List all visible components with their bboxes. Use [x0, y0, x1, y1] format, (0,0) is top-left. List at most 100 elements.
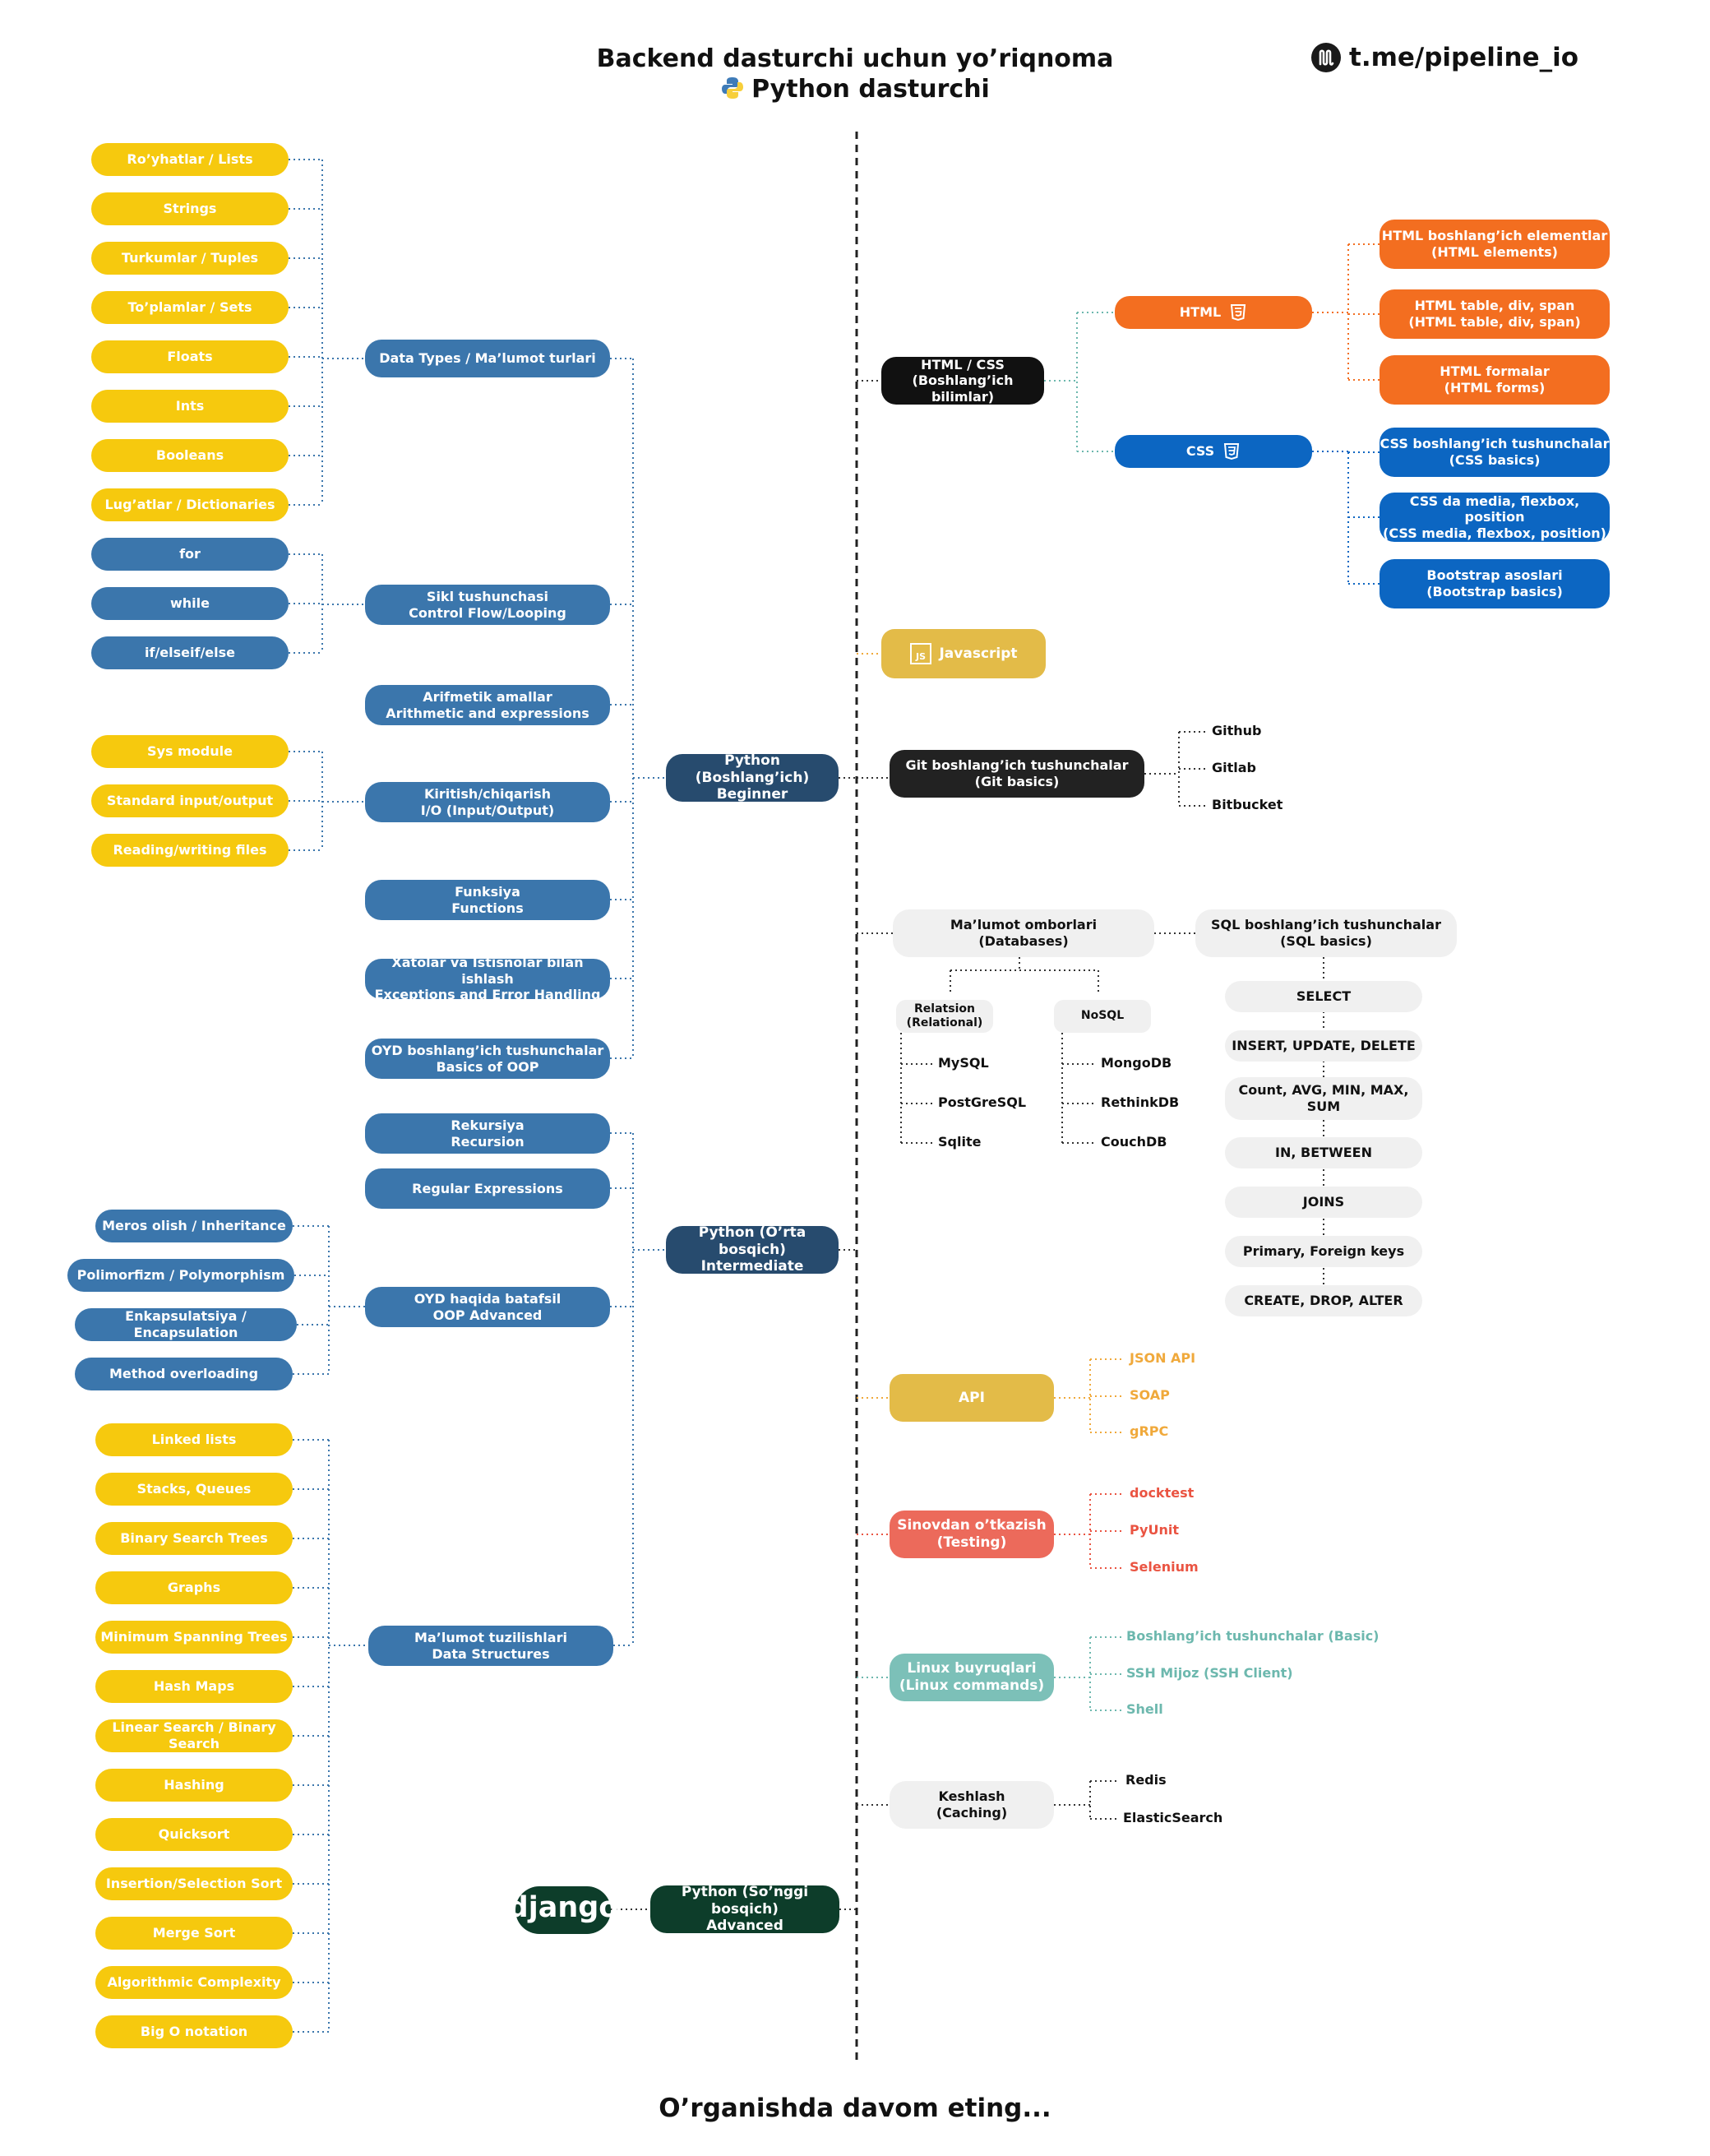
git-item[interactable]: Gitlab — [1212, 760, 1256, 775]
topic-exceptions[interactable]: Xatolar va Istisnolar bilan ishlash Exce… — [365, 955, 610, 1002]
oop-item[interactable]: Meros olish / Inheritance — [95, 1210, 293, 1242]
relational-db-item[interactable]: PostGreSQL — [938, 1094, 1027, 1110]
page-subtitle: Python dasturchi — [0, 75, 1710, 104]
io-item[interactable]: Reading/writing files — [91, 834, 289, 867]
javascript-icon: JS — [910, 643, 932, 664]
data-type-item[interactable]: Booleans — [91, 439, 289, 472]
telegram-link[interactable]: t.me/pipeline_io — [1311, 43, 1578, 72]
topic-arithmetic[interactable]: Arifmetik amallar Arithmetic and express… — [365, 685, 610, 725]
relational-db-item[interactable]: Sqlite — [938, 1134, 982, 1150]
topic-io[interactable]: Kiritish/chiqarish I/O (Input/Output) — [365, 782, 610, 822]
data-type-item[interactable]: Lug’atlar / Dictionaries — [91, 488, 289, 521]
loop-item[interactable]: for — [91, 538, 289, 571]
data-type-item[interactable]: Strings — [91, 192, 289, 225]
sql-item[interactable]: SELECT — [1225, 981, 1422, 1012]
git-node[interactable]: Git boshlang’ich tushunchalar (Git basic… — [890, 750, 1144, 798]
io-item[interactable]: Standard input/output — [91, 784, 289, 817]
html-elements-node[interactable]: HTML boshlang’ich elementlar (HTML eleme… — [1380, 220, 1610, 269]
css-node[interactable]: CSS — [1115, 435, 1312, 468]
data-structure-item[interactable]: Algorithmic Complexity — [95, 1966, 293, 1999]
html-css-node[interactable]: HTML / CSS (Boshlang’ich bilimlar) — [881, 357, 1044, 405]
nosql-db-item[interactable]: MongoDB — [1101, 1055, 1172, 1071]
testing-item[interactable]: PyUnit — [1130, 1522, 1179, 1538]
sql-item[interactable]: INSERT, UPDATE, DELETE — [1225, 1030, 1422, 1062]
testing-item[interactable]: Selenium — [1130, 1559, 1199, 1575]
topic-data-types[interactable]: Data Types / Ma’lumot turlari — [365, 340, 610, 377]
oop-item[interactable]: Polimorfizm / Polymorphism — [67, 1259, 294, 1292]
bootstrap-node[interactable]: Bootstrap asoslari (Bootstrap basics) — [1380, 559, 1610, 608]
git-item[interactable]: Github — [1212, 723, 1262, 738]
topic-control-flow[interactable]: Sikl tushunchasi Control Flow/Looping — [365, 585, 610, 625]
data-type-item[interactable]: To’plamlar / Sets — [91, 291, 289, 324]
nosql-db-item[interactable]: RethinkDB — [1101, 1094, 1180, 1110]
topic-regex[interactable]: Regular Expressions — [365, 1168, 610, 1209]
loop-item[interactable]: if/elseif/else — [91, 636, 289, 669]
linux-item[interactable]: Boshlang’ich tushunchalar (Basic) — [1126, 1628, 1380, 1644]
html-table-node[interactable]: HTML table, div, span (HTML table, div, … — [1380, 289, 1610, 339]
testing-node[interactable]: Sinovdan o’tkazish (Testing) — [890, 1511, 1054, 1558]
footer-text: O’rganishda davom eting... — [659, 2094, 1051, 2123]
javascript-node[interactable]: JS Javascript — [881, 629, 1046, 678]
api-node[interactable]: API — [890, 1374, 1054, 1422]
databases-node[interactable]: Ma’lumot omborlari (Databases) — [893, 909, 1154, 957]
topic-basics-oop[interactable]: OYD boshlang’ich tushunchalar Basics of … — [365, 1039, 610, 1079]
data-type-item[interactable]: Ro’yhatlar / Lists — [91, 143, 289, 176]
loop-item[interactable]: while — [91, 587, 289, 620]
sql-item[interactable]: CREATE, DROP, ALTER — [1225, 1285, 1422, 1316]
oop-item[interactable]: Enkapsulatsiya / Encapsulation — [75, 1308, 297, 1341]
pipeline-logo-icon — [1311, 43, 1341, 72]
data-structure-item[interactable]: Binary Search Trees — [95, 1522, 293, 1555]
linux-node[interactable]: Linux buyruqlari (Linux commands) — [890, 1654, 1054, 1701]
sql-item[interactable]: IN, BETWEEN — [1225, 1137, 1422, 1168]
data-type-item[interactable]: Floats — [91, 340, 289, 373]
data-structure-item[interactable]: Big O notation — [95, 2015, 293, 2048]
data-structure-item[interactable]: Merge Sort — [95, 1917, 293, 1950]
api-item[interactable]: gRPC — [1130, 1423, 1169, 1439]
data-structure-item[interactable]: Quicksort — [95, 1818, 293, 1851]
data-structure-item[interactable]: Graphs — [95, 1571, 293, 1604]
data-structure-item[interactable]: Hashing — [95, 1769, 293, 1802]
sql-basics-node[interactable]: SQL boshlang’ich tushunchalar (SQL basic… — [1195, 909, 1457, 957]
relational-node[interactable]: Relatsion (Relational) — [896, 1000, 993, 1033]
nosql-node[interactable]: NoSQL — [1054, 1000, 1151, 1033]
caching-node[interactable]: Keshlash (Caching) — [890, 1781, 1054, 1829]
html-node[interactable]: HTML — [1115, 296, 1312, 329]
testing-item[interactable]: docktest — [1130, 1485, 1195, 1501]
api-item[interactable]: JSON API — [1130, 1350, 1196, 1366]
data-type-item[interactable]: Turkumlar / Tuples — [91, 242, 289, 275]
django-logo: django — [508, 1886, 618, 1934]
html5-icon — [1231, 304, 1246, 322]
sql-item[interactable]: Primary, Foreign keys — [1225, 1236, 1422, 1267]
data-structure-item[interactable]: Minimum Spanning Trees — [95, 1621, 293, 1654]
caching-item[interactable]: ElasticSearch — [1123, 1810, 1223, 1825]
data-type-item[interactable]: Ints — [91, 390, 289, 423]
git-item[interactable]: Bitbucket — [1212, 797, 1283, 812]
caching-item[interactable]: Redis — [1125, 1772, 1167, 1788]
nosql-db-item[interactable]: CouchDB — [1101, 1134, 1167, 1150]
data-structure-item[interactable]: Linear Search / Binary Search — [95, 1719, 293, 1752]
html-forms-node[interactable]: HTML formalar (HTML forms) — [1380, 355, 1610, 405]
css-media-node[interactable]: CSS da media, flexbox, position (CSS med… — [1380, 493, 1610, 542]
api-item[interactable]: SOAP — [1130, 1387, 1170, 1403]
level-advanced[interactable]: Python (So’nggi bosqich) Advanced — [650, 1884, 839, 1934]
sql-item[interactable]: Count, AVG, MIN, MAX, SUM — [1225, 1077, 1422, 1120]
linux-item[interactable]: SSH Mijoz (SSH Client) — [1126, 1665, 1293, 1681]
level-beginner[interactable]: Python (Boshlang’ich) Beginner — [666, 752, 839, 803]
python-icon — [722, 77, 744, 99]
topic-oop-advanced[interactable]: OYD haqida batafsil OOP Advanced — [365, 1287, 610, 1327]
data-structure-item[interactable]: Hash Maps — [95, 1670, 293, 1703]
data-structure-item[interactable]: Linked lists — [95, 1423, 293, 1456]
topic-functions[interactable]: Funksiya Functions — [365, 880, 610, 920]
topic-data-structures[interactable]: Ma’lumot tuzilishlari Data Structures — [368, 1626, 613, 1666]
sql-item[interactable]: JOINS — [1225, 1187, 1422, 1218]
oop-item[interactable]: Method overloading — [75, 1358, 293, 1390]
relational-db-item[interactable]: MySQL — [938, 1055, 989, 1071]
django-logo-text: django — [507, 1890, 619, 1924]
linux-item[interactable]: Shell — [1126, 1701, 1163, 1717]
topic-recursion[interactable]: Rekursiya Recursion — [365, 1113, 610, 1154]
io-item[interactable]: Sys module — [91, 735, 289, 768]
css-basics-node[interactable]: CSS boshlang’ich tushunchalar (CSS basic… — [1380, 428, 1610, 477]
data-structure-item[interactable]: Stacks, Queues — [95, 1473, 293, 1506]
data-structure-item[interactable]: Insertion/Selection Sort — [95, 1867, 293, 1900]
level-intermediate[interactable]: Python (O’rta bosqich) Intermediate — [666, 1224, 839, 1275]
